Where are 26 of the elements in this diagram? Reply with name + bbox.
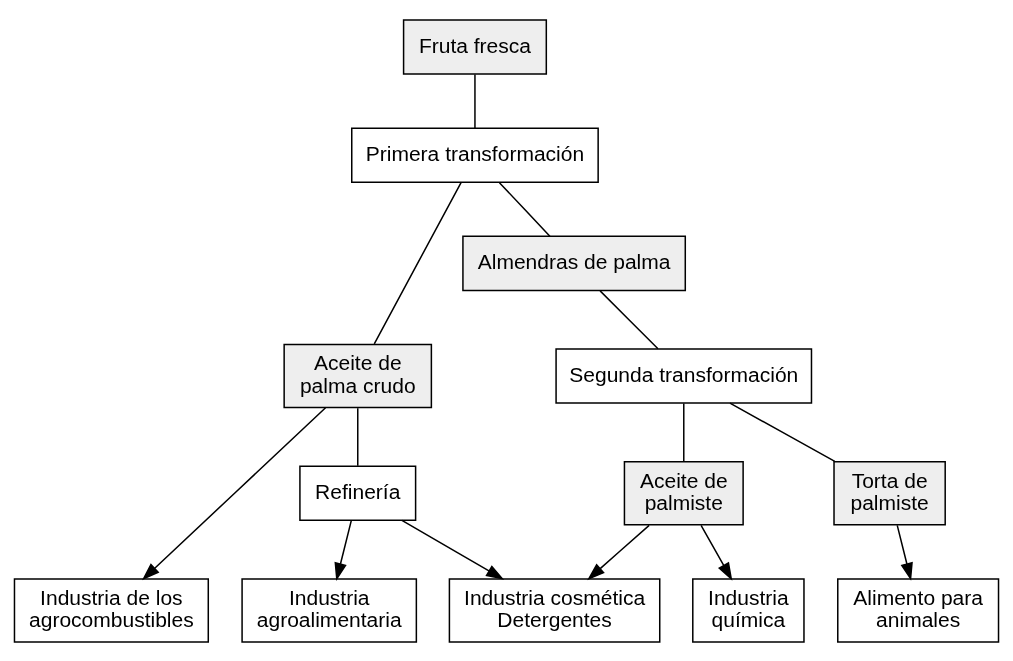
node-box: Alimento para animales bbox=[837, 577, 1000, 643]
node-box: Industria química bbox=[692, 577, 805, 643]
arrow bbox=[587, 524, 650, 580]
node-box: Industria agroalimentaria bbox=[241, 577, 418, 643]
arrow bbox=[334, 519, 353, 581]
node-box: Aceite de palmiste bbox=[623, 460, 744, 526]
node-box: Industria cosmética Detergentes bbox=[448, 577, 661, 643]
node-box: Refinería bbox=[299, 464, 417, 521]
arrow bbox=[700, 524, 733, 581]
node-box: Torta de palmiste bbox=[833, 460, 946, 526]
arrow bbox=[896, 524, 913, 581]
connector bbox=[474, 73, 476, 129]
connector bbox=[498, 181, 551, 237]
node-box: Primera transformación bbox=[351, 126, 599, 183]
connector bbox=[599, 289, 659, 349]
node-box: Aceite de palma crudo bbox=[283, 343, 433, 408]
node-box: Almendras de palma bbox=[462, 235, 687, 291]
connector bbox=[729, 401, 836, 462]
node-box: Segunda transformación bbox=[555, 347, 813, 404]
connector bbox=[683, 402, 685, 462]
node-box: Industria de los agrocombustibles bbox=[13, 577, 210, 643]
arrow bbox=[141, 406, 327, 580]
connector bbox=[357, 406, 359, 466]
arrow bbox=[401, 519, 505, 580]
node-box: Fruta fresca bbox=[402, 18, 548, 75]
connector bbox=[373, 181, 462, 345]
